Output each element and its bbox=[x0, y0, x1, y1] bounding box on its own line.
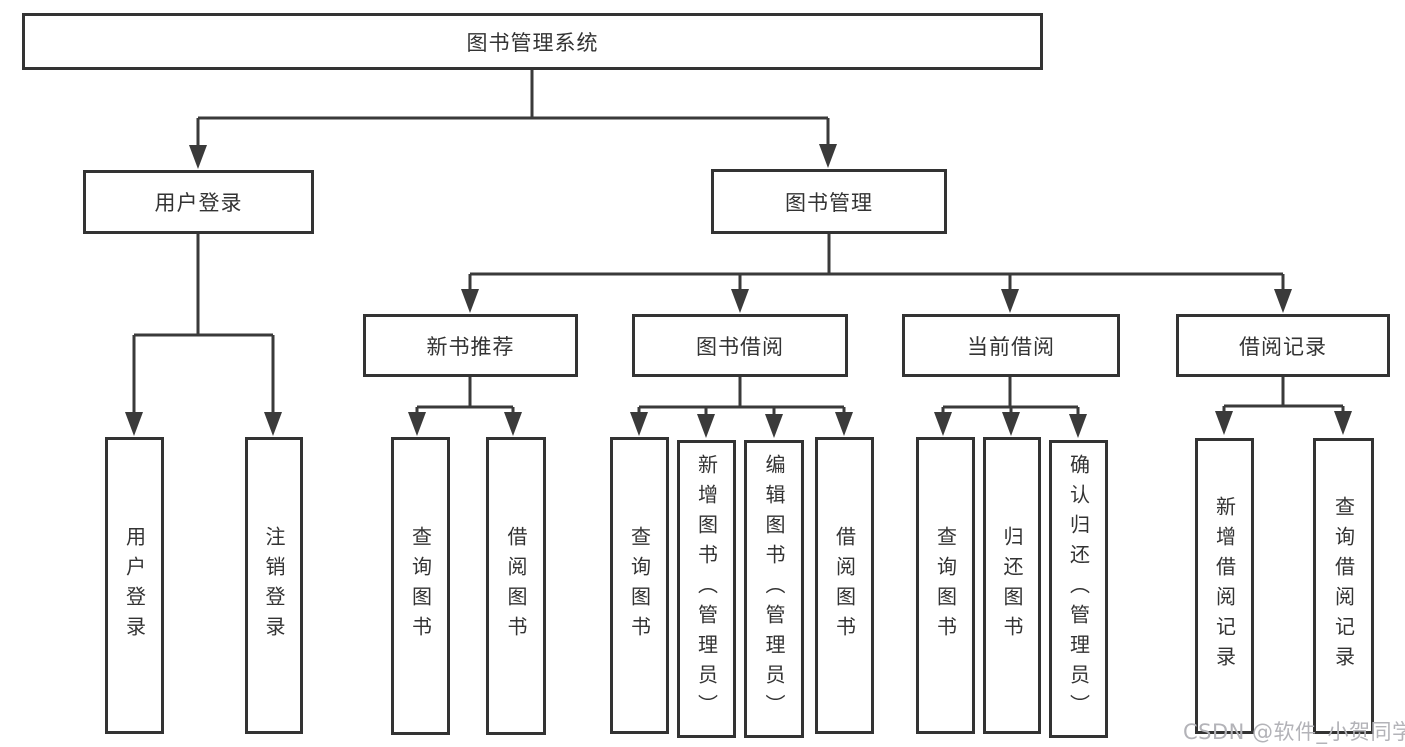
leaf-rec-borrow-book: 借阅图书 bbox=[486, 437, 546, 735]
node-new-book-recommend-label: 新书推荐 bbox=[426, 334, 515, 359]
leaf-cur-query-book-label: 查询图书 bbox=[933, 525, 958, 646]
watermark: CSDN @软件_小贺同学 bbox=[1183, 720, 1405, 744]
node-current-borrowing: 当前借阅 bbox=[902, 314, 1120, 377]
leaf-brec-query-record: 查询借阅记录 bbox=[1313, 438, 1374, 734]
leaf-bor-edit-book-admin-label: 编辑图书（管理员） bbox=[762, 454, 786, 724]
node-book-management: 图书管理 bbox=[711, 169, 947, 234]
node-user-login: 用户登录 bbox=[83, 170, 314, 234]
leaf-bor-add-book-admin: 新增图书（管理员） bbox=[677, 440, 736, 738]
leaf-bor-add-book-admin-label: 新增图书（管理员） bbox=[694, 454, 719, 724]
leaf-logout: 注销登录 bbox=[245, 437, 303, 734]
node-user-login-label: 用户登录 bbox=[154, 191, 243, 215]
leaf-cur-query-book: 查询图书 bbox=[916, 437, 975, 734]
node-current-borrowing-label: 当前借阅 bbox=[967, 334, 1055, 359]
leaf-brec-add-record: 新增借阅记录 bbox=[1195, 438, 1254, 734]
node-book-management-label: 图书管理 bbox=[785, 190, 873, 215]
node-root: 图书管理系统 bbox=[22, 13, 1043, 70]
leaf-bor-borrow-book: 借阅图书 bbox=[815, 437, 874, 734]
leaf-rec-borrow-book-label: 借阅图书 bbox=[504, 526, 528, 646]
leaf-rec-query-book: 查询图书 bbox=[391, 437, 450, 735]
leaf-bor-query-book-label: 查询图书 bbox=[627, 525, 652, 646]
leaf-brec-add-record-label: 新增借阅记录 bbox=[1212, 496, 1237, 676]
node-new-book-recommend: 新书推荐 bbox=[363, 314, 578, 377]
leaf-bor-borrow-book-label: 借阅图书 bbox=[832, 525, 857, 646]
leaf-user-login: 用户登录 bbox=[105, 437, 164, 734]
node-root-label: 图书管理系统 bbox=[466, 30, 599, 55]
leaf-user-login-label: 用户登录 bbox=[122, 525, 147, 646]
leaf-cur-confirm-return-admin: 确认归还（管理员） bbox=[1049, 440, 1108, 738]
node-book-borrowing: 图书借阅 bbox=[632, 314, 848, 377]
node-borrowing-records: 借阅记录 bbox=[1176, 314, 1390, 377]
node-book-borrowing-label: 图书借阅 bbox=[696, 334, 784, 359]
leaf-cur-return-book-label: 归还图书 bbox=[1000, 525, 1024, 646]
node-borrowing-records-label: 借阅记录 bbox=[1239, 334, 1327, 359]
leaf-cur-return-book: 归还图书 bbox=[983, 437, 1041, 734]
arrowheads bbox=[125, 144, 1352, 438]
leaf-brec-query-record-label: 查询借阅记录 bbox=[1331, 496, 1356, 676]
leaf-cur-confirm-return-admin-label: 确认归还（管理员） bbox=[1066, 454, 1091, 724]
leaf-bor-edit-book-admin: 编辑图书（管理员） bbox=[744, 440, 804, 738]
leaf-logout-label: 注销登录 bbox=[262, 525, 286, 646]
leaf-rec-query-book-label: 查询图书 bbox=[408, 526, 433, 646]
leaf-bor-query-book: 查询图书 bbox=[610, 437, 669, 734]
